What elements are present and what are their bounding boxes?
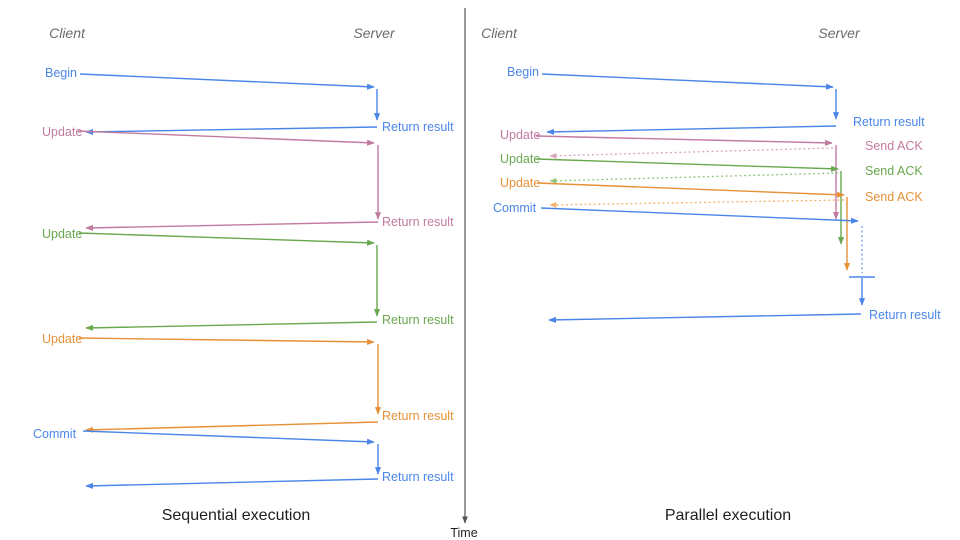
seq-update2-response-arrow <box>85 321 378 331</box>
seq-row-commit: Commit Return result <box>33 427 454 489</box>
par-update1-ack-label: Send ACK <box>865 139 923 153</box>
seq-update3-response-label: Return result <box>382 409 454 423</box>
seq-begin-label: Begin <box>45 66 77 80</box>
sequential-title: Sequential execution <box>162 507 311 524</box>
seq-commit-label: Commit <box>33 427 77 441</box>
par-commit-response-label: Return result <box>869 308 941 322</box>
seq-update3-label: Update <box>42 332 82 346</box>
par-update3-ack-dotted-arrow <box>549 199 845 208</box>
par-update1-label: Update <box>500 128 540 142</box>
parallel-title: Parallel execution <box>665 507 791 524</box>
seq-commit-response-label: Return result <box>382 470 454 484</box>
seq-commit-request-arrow <box>82 430 375 445</box>
seq-server-header: Server <box>353 25 396 41</box>
seq-client-header: Client <box>49 25 86 41</box>
seq-row-update-2: Update Return result <box>42 227 454 331</box>
seq-update2-request-arrow <box>78 232 375 246</box>
seq-begin-request-arrow <box>79 73 375 90</box>
par-update1-request-arrow <box>535 135 833 146</box>
par-row-update-1: Update Send ACK <box>500 128 923 220</box>
par-row-commit: Commit Return result <box>493 201 941 323</box>
par-update2-label: Update <box>500 152 540 166</box>
seq-commit-response-arrow <box>85 478 379 489</box>
par-update3-ack-label: Send ACK <box>865 190 923 204</box>
seq-update2-label: Update <box>42 227 82 241</box>
time-axis-label: Time <box>450 526 477 540</box>
seq-update1-label: Update <box>42 125 82 139</box>
par-begin-label: Begin <box>507 65 539 79</box>
par-update1-ack-dotted-arrow <box>549 147 834 159</box>
seq-update3-response-arrow <box>85 421 379 433</box>
seq-row-update-3: Update Return result <box>42 332 454 433</box>
par-row-update-3: Update Send ACK <box>500 176 923 271</box>
par-commit-request-arrow <box>540 207 859 224</box>
par-update3-label: Update <box>500 176 540 190</box>
seq-begin-response-arrow <box>85 126 378 135</box>
seq-update1-response-label: Return result <box>382 215 454 229</box>
par-update2-request-arrow <box>535 158 839 172</box>
sequential-panel: Client Server Begin Return result Update… <box>33 25 454 524</box>
parallel-panel: Client Server Begin Return result Update… <box>481 25 941 524</box>
par-commit-response-arrow <box>548 313 862 323</box>
par-begin-request-arrow <box>541 73 834 90</box>
seq-update1-response-arrow <box>85 221 379 231</box>
seq-update2-response-label: Return result <box>382 313 454 327</box>
seq-begin-response-label: Return result <box>382 120 454 134</box>
par-commit-label: Commit <box>493 201 537 215</box>
par-begin-response-label: Return result <box>853 115 925 129</box>
seq-row-update-1: Update Return result <box>42 125 454 231</box>
seq-update1-request-arrow <box>77 130 375 146</box>
par-update2-ack-dotted-arrow <box>549 172 839 184</box>
seq-row-begin: Begin Return result <box>45 66 454 135</box>
par-server-header: Server <box>818 25 861 41</box>
par-update2-ack-label: Send ACK <box>865 164 923 178</box>
seq-update3-request-arrow <box>78 337 375 345</box>
time-axis: Time <box>450 8 478 540</box>
par-row-begin: Begin Return result <box>507 65 925 135</box>
par-begin-response-arrow <box>546 125 837 135</box>
par-client-header: Client <box>481 25 518 41</box>
par-row-update-2: Update Send ACK <box>500 152 923 245</box>
par-update3-request-arrow <box>536 182 845 198</box>
